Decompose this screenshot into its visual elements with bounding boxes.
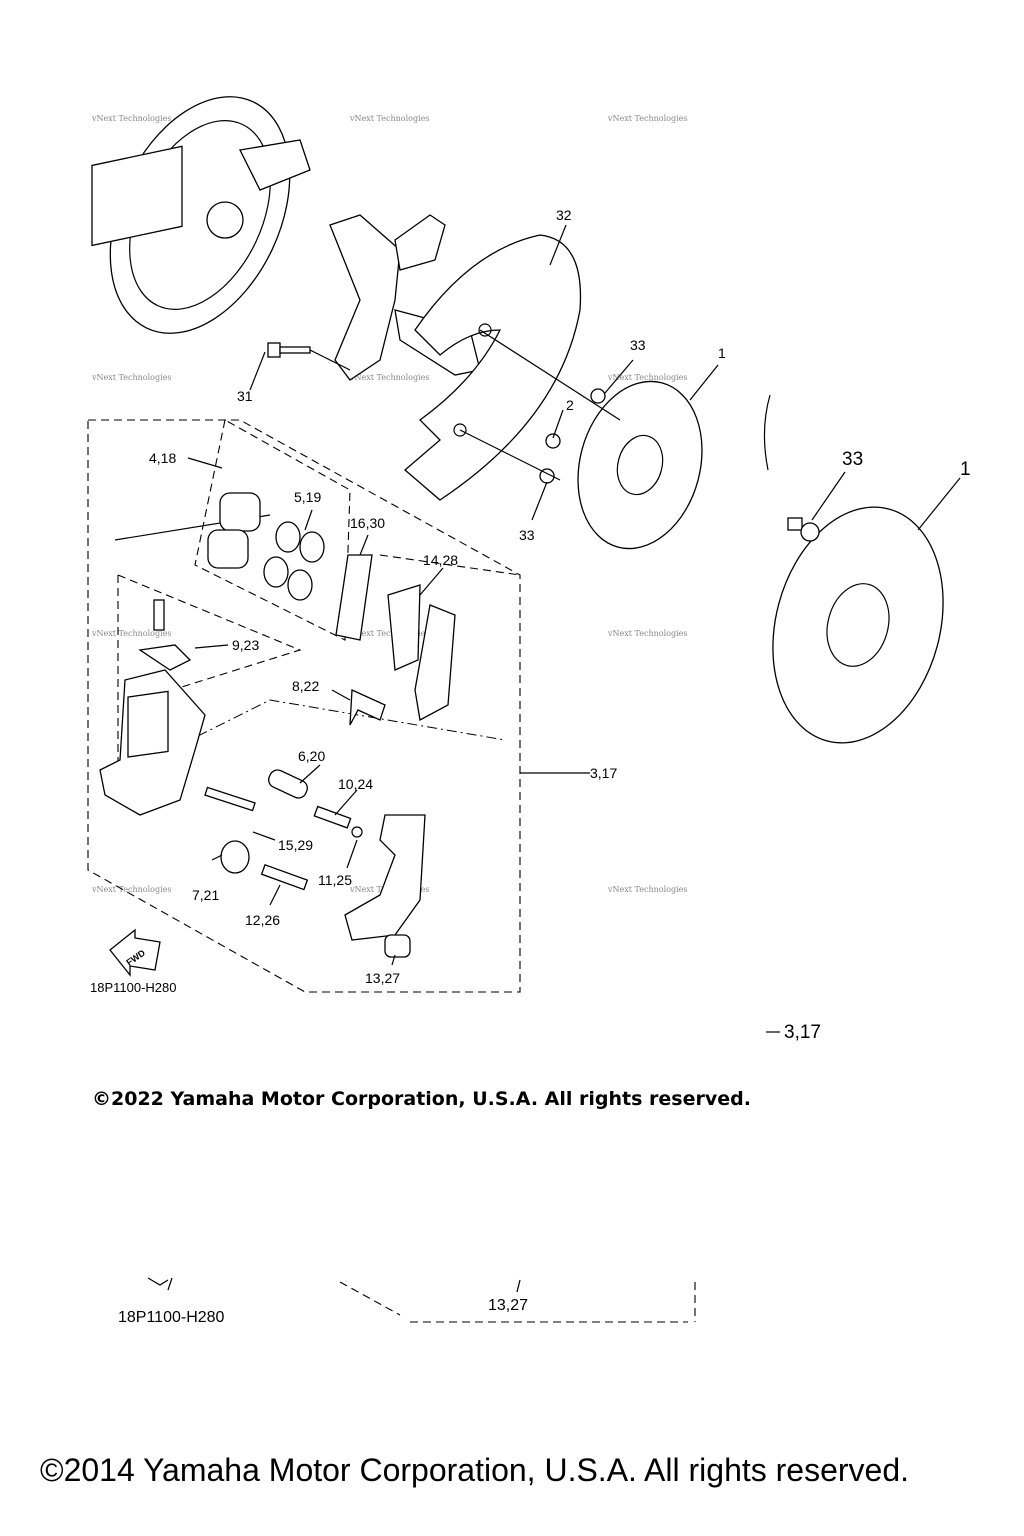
bolt-31 xyxy=(267,342,311,358)
bleed-screw xyxy=(138,599,192,671)
watermark: vNext Technologies xyxy=(91,885,171,894)
watermark: vNext Technologies xyxy=(349,114,429,123)
bushing-6-20 xyxy=(268,769,308,799)
callout-33: 33 xyxy=(630,337,646,353)
pad-shim xyxy=(335,554,373,641)
callout-31: 31 xyxy=(237,388,253,404)
pin-10-24 xyxy=(313,805,352,829)
callout-12-26: 12,26 xyxy=(245,912,280,928)
pistons xyxy=(207,492,261,569)
caliper-bracket xyxy=(344,814,426,941)
watermark: vNext Technologies xyxy=(607,373,687,382)
copyright-2022: ©2022 Yamaha Motor Corporation, U.S.A. A… xyxy=(92,1088,751,1110)
leader-lines xyxy=(187,224,961,1033)
screws xyxy=(539,388,606,484)
callout-13-27-zoom: 13,27 xyxy=(488,1297,528,1314)
callout-labels: 32 33 1 31 2 33 4,18 5,19 16,30 14,28 9,… xyxy=(149,207,971,1043)
boot-7-21 xyxy=(220,840,250,874)
callout-8-22: 8,22 xyxy=(292,678,319,694)
brake-disc-zoom xyxy=(763,394,944,744)
callout-33-zoom: 33 xyxy=(842,449,863,470)
watermark: vNext Technologies xyxy=(349,629,429,638)
callout-2: 2 xyxy=(566,397,574,413)
watermark: vNext Technologies xyxy=(607,114,687,123)
zoomed-fragment: 18P1100-H280 13,27 xyxy=(118,1277,696,1326)
callout-32: 32 xyxy=(556,207,572,223)
brake-disc xyxy=(577,380,703,550)
callout-1-zoom: 1 xyxy=(960,459,971,480)
watermark: vNext Technologies xyxy=(91,373,171,382)
callout-5-19: 5,19 xyxy=(294,489,321,505)
callout-15-29: 15,29 xyxy=(278,837,313,853)
callout-7-21: 7,21 xyxy=(192,887,219,903)
callout-10-24: 10,24 xyxy=(338,776,373,792)
watermark: vNext Technologies xyxy=(349,373,429,382)
brake-pads xyxy=(387,584,456,722)
pin-15-29 xyxy=(204,786,256,812)
callout-6-20: 6,20 xyxy=(298,748,325,764)
callout-33: 33 xyxy=(519,527,535,543)
copyright-2014: ©2014 Yamaha Motor Corporation, U.S.A. A… xyxy=(40,1452,910,1488)
seals xyxy=(263,521,325,601)
watermark: vNext Technologies xyxy=(607,629,687,638)
callout-11-25: 11,25 xyxy=(318,872,352,888)
watermark: vNext Technologies xyxy=(91,629,171,638)
rotor-guard xyxy=(404,234,582,501)
callout-3-17: 3,17 xyxy=(590,765,617,781)
diagram-code: 18P1100-H280 xyxy=(90,980,177,995)
reference-assembly-illustration xyxy=(91,96,311,334)
fwd-arrow-icon: FWD xyxy=(109,928,161,977)
watermark: vNext Technologies xyxy=(607,885,687,894)
bushing-13-27 xyxy=(384,934,411,958)
callout-16-30: 16,30 xyxy=(350,515,385,531)
callout-9-23: 9,23 xyxy=(232,637,259,653)
diagram-code-zoom: 18P1100-H280 xyxy=(118,1309,225,1326)
callout-14-28: 14,28 xyxy=(423,552,458,568)
pad-spring xyxy=(349,689,386,726)
callout-1: 1 xyxy=(718,345,726,361)
watermark: vNext Technologies xyxy=(91,114,171,123)
callout-13-27: 13,27 xyxy=(365,970,400,986)
callout-4-18: 4,18 xyxy=(149,450,176,466)
pin-12-26 xyxy=(260,863,309,891)
caliper-body xyxy=(99,669,206,816)
callout-3-17-zoom: 3,17 xyxy=(784,1022,821,1043)
